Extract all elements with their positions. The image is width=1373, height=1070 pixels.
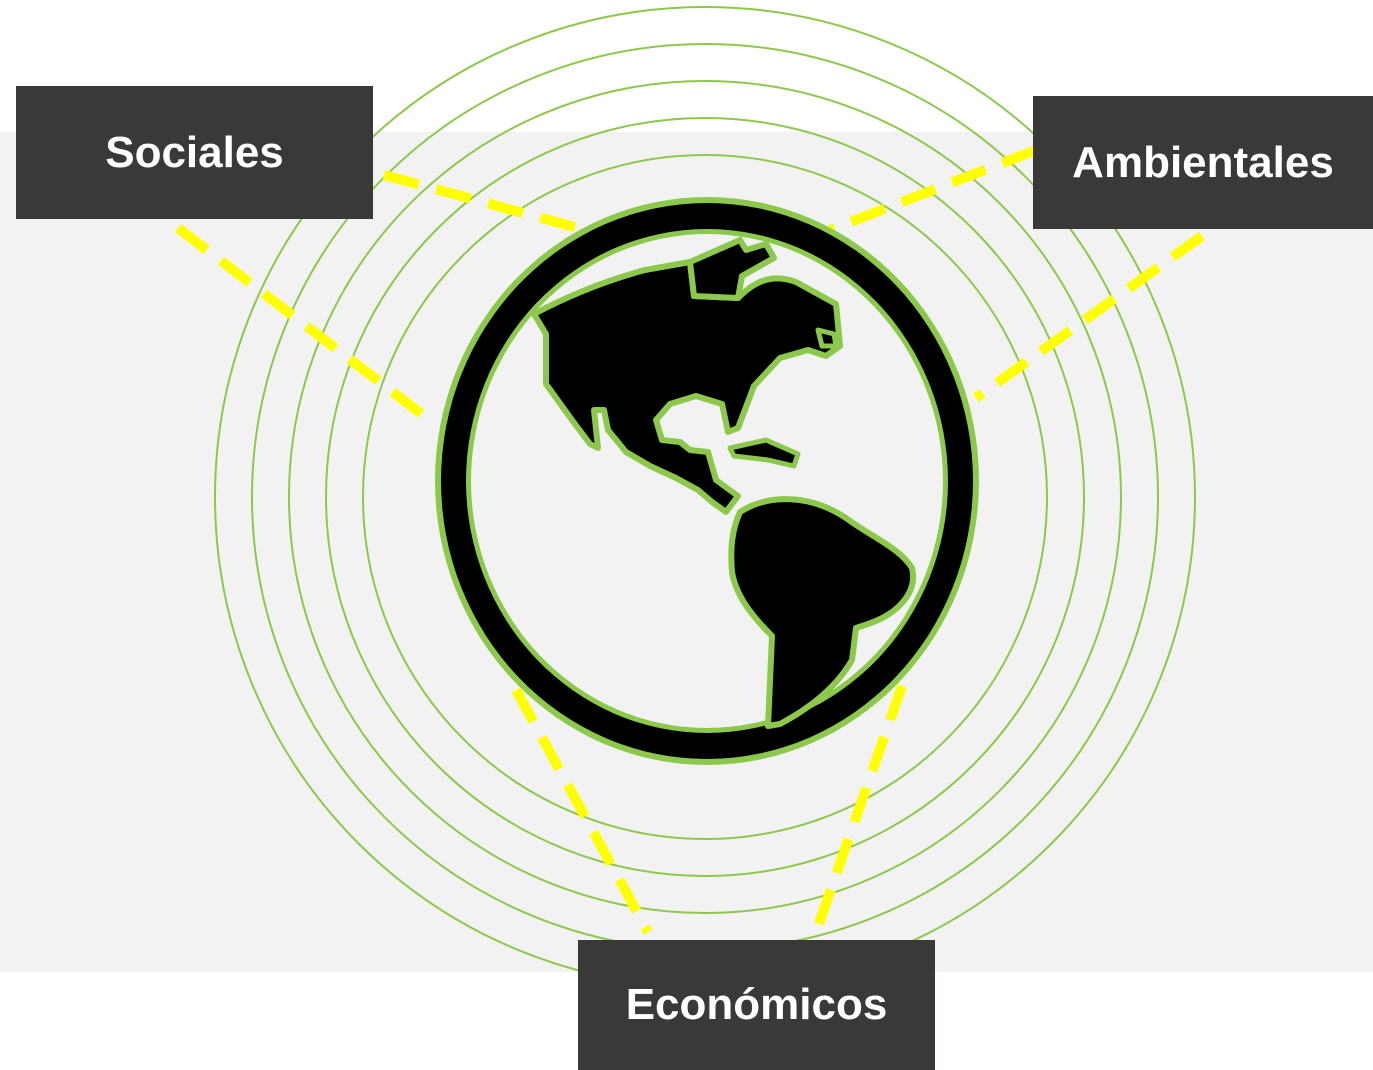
connector-environmental-upper [828,145,1038,235]
connector-social-upper [382,170,580,233]
coast-island-shape [815,327,839,349]
connector-economic-right [811,684,907,934]
environmental-label: Ambientales [1072,137,1334,187]
connectors [174,145,1205,935]
connector-economic-left [511,687,653,935]
caribbean-island-shape [727,437,801,469]
social-label: Sociales [105,127,284,177]
globe-americas-icon [435,197,979,765]
economic-label-box: Económicos [578,940,935,1070]
ring-5 [362,154,1048,840]
ring-3 [288,80,1122,914]
arctic-island-shape [687,237,777,301]
ring-4 [325,117,1085,877]
economic-label: Económicos [625,980,888,1029]
environmental-label-box: Ambientales [1033,96,1373,229]
social-label-box: Sociales [16,86,373,219]
connector-social-lower [174,224,436,426]
south-america-shape [728,496,917,729]
connector-environmental-lower [973,231,1205,403]
north-america-shape [531,259,843,515]
